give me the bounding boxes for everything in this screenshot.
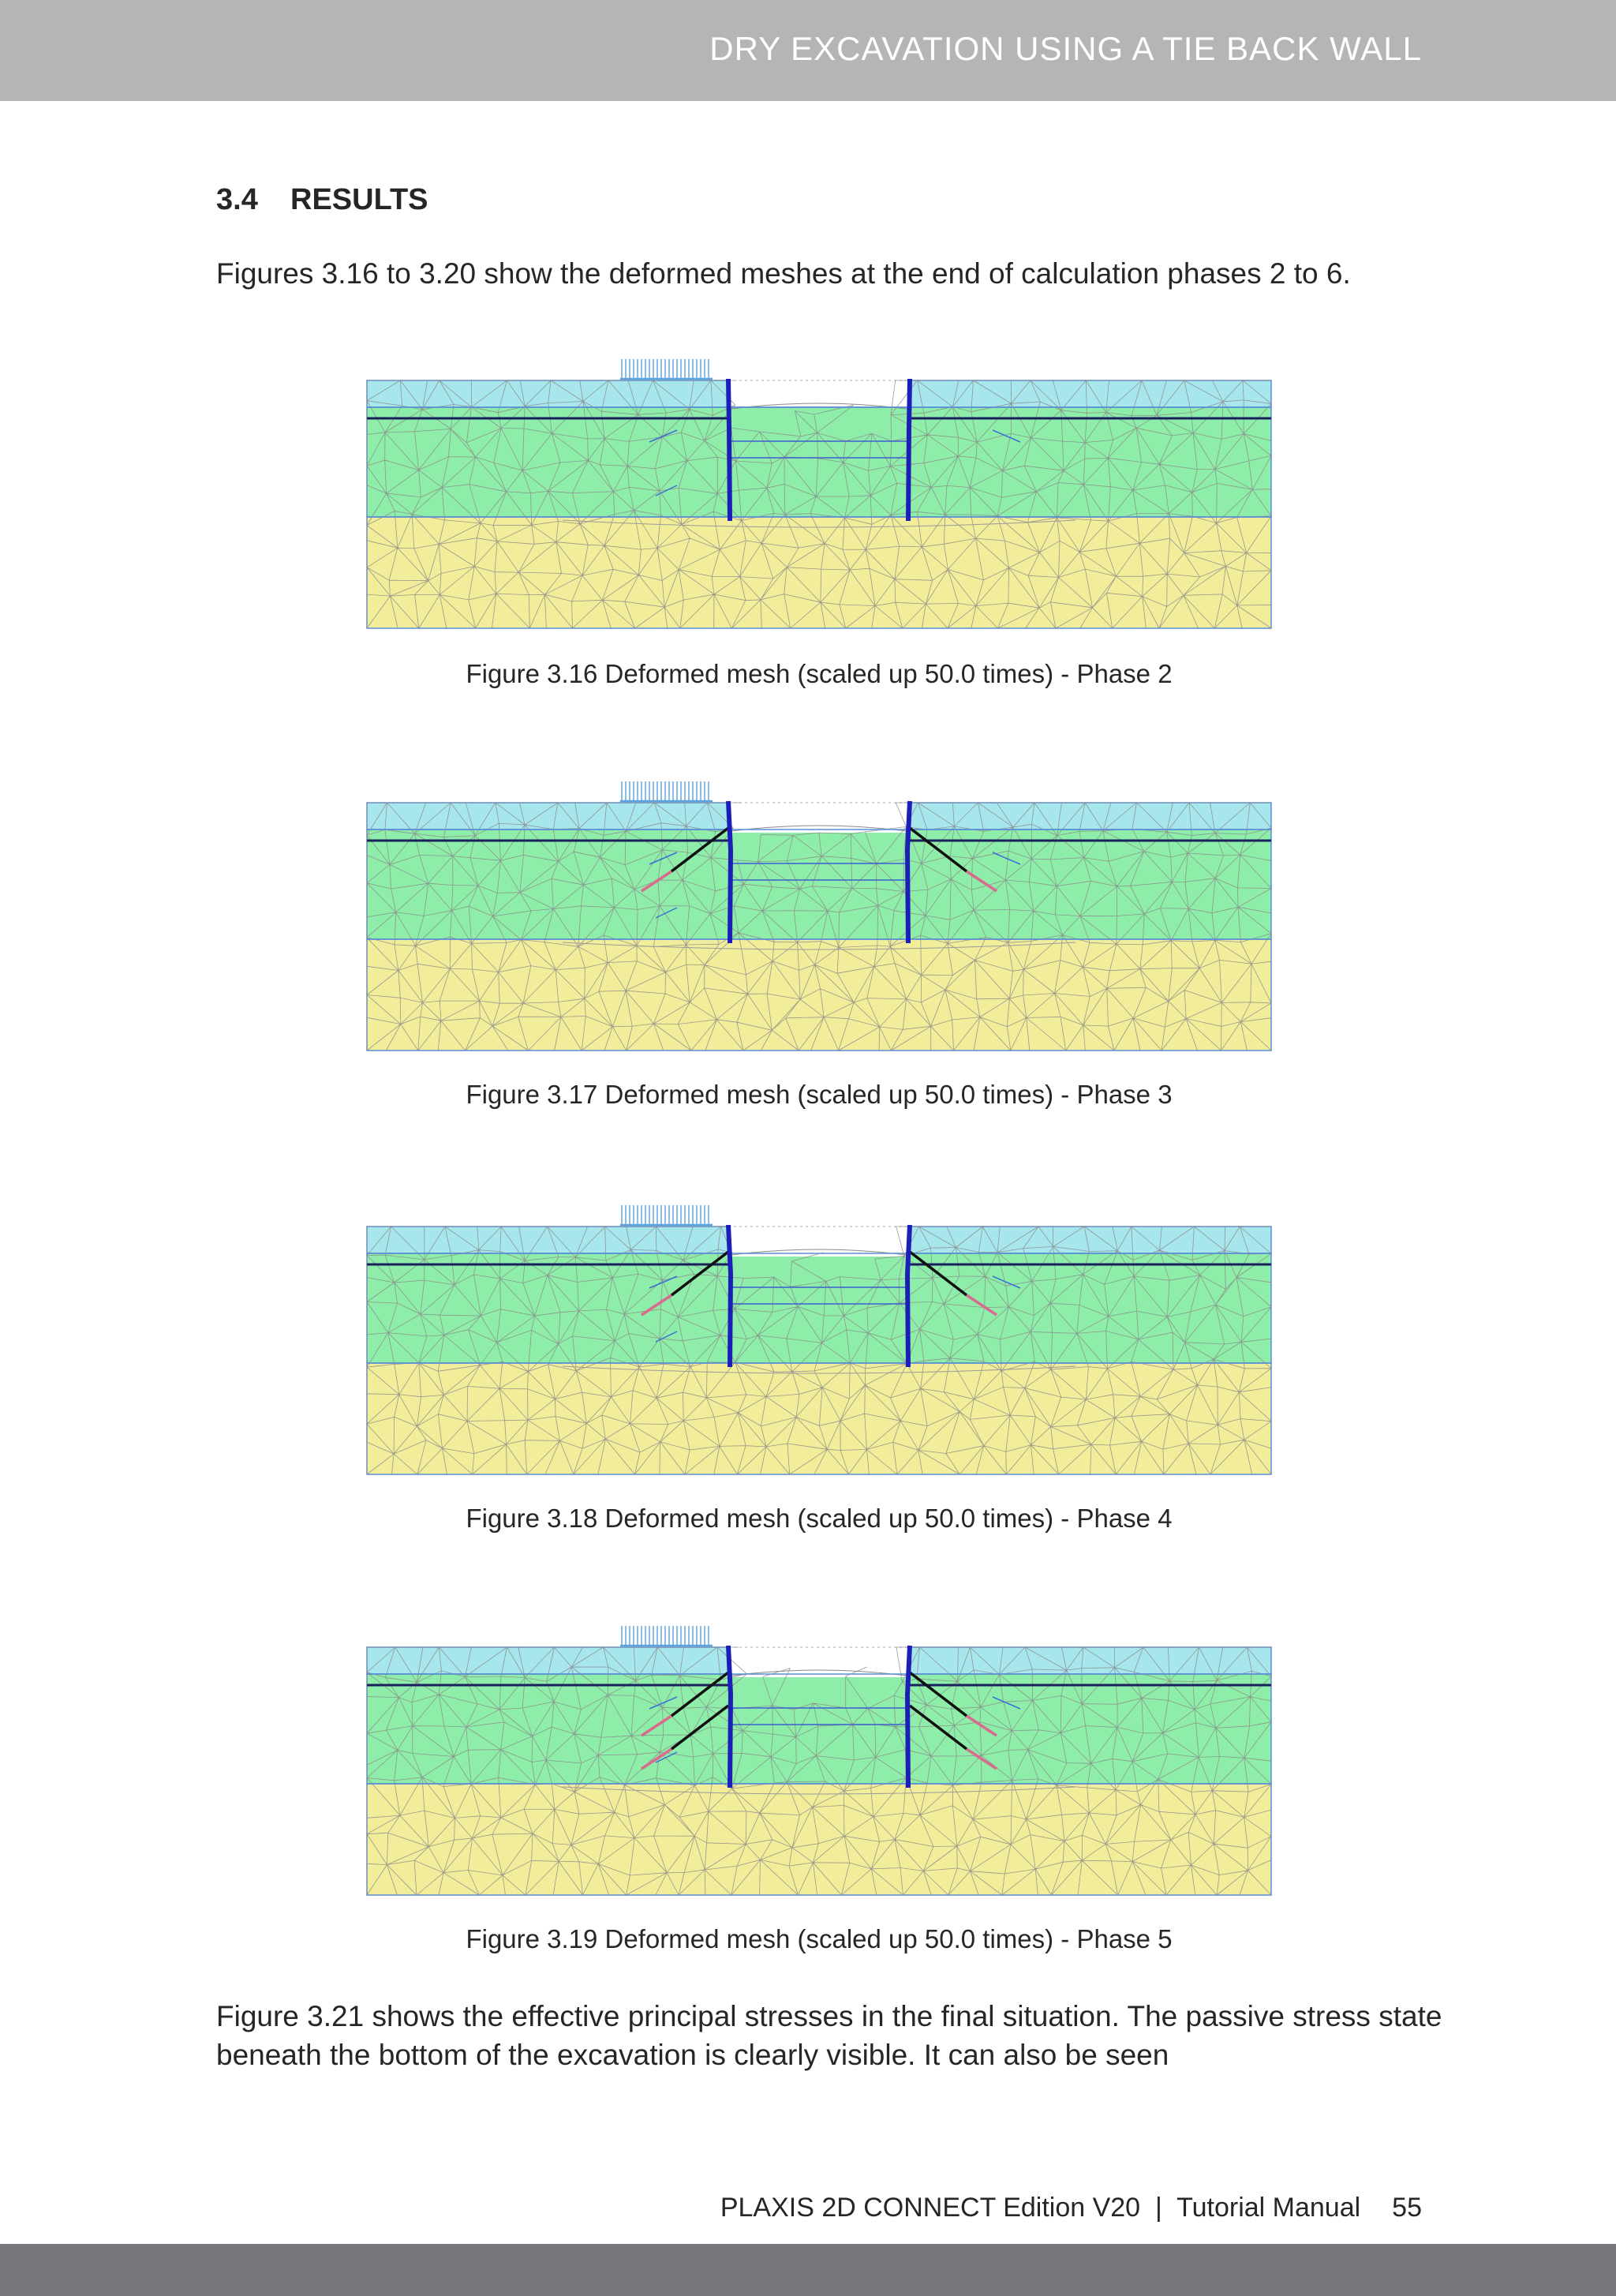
heave-curve xyxy=(731,1669,907,1676)
diaphragm-wall-left xyxy=(726,800,734,944)
soil-layer-middle xyxy=(366,1673,1272,1785)
interface-segment xyxy=(992,429,1021,443)
diaphragm-wall-left xyxy=(726,378,732,522)
interface-segment xyxy=(649,429,678,443)
heave-curve xyxy=(731,1249,907,1256)
anchor-left xyxy=(670,1704,730,1751)
anchor-right xyxy=(908,1250,968,1297)
anchor-left xyxy=(670,826,730,873)
excavated-zone xyxy=(730,379,908,406)
anchor-right xyxy=(908,1704,968,1751)
refined-zone-outline xyxy=(562,942,1076,950)
refined-zone-outline xyxy=(562,519,1076,528)
intro-paragraph: Figures 3.16 to 3.20 show the deformed m… xyxy=(216,257,1351,290)
deformed-mesh-plot xyxy=(366,781,1272,1051)
figure-caption: Figure 3.19 Deformed mesh (scaled up 50.… xyxy=(466,1924,1173,1953)
grout-body-right xyxy=(966,1294,997,1317)
deformed-mesh-figure-phase-2 xyxy=(365,355,1273,631)
anchor-left xyxy=(670,1671,730,1717)
deformed-mesh-figure-phase-3 xyxy=(365,777,1273,1054)
footer-manual-title: PLAXIS 2D CONNECT Edition V20 | Tutorial… xyxy=(720,2193,1361,2223)
footer-bar xyxy=(0,2244,1616,2296)
excavated-zone xyxy=(730,1225,908,1257)
interface-segment xyxy=(655,485,678,496)
interface-segment xyxy=(655,907,678,919)
grout-body-right xyxy=(966,870,997,893)
grout-body-left xyxy=(641,1294,672,1317)
figure-caption: Figure 3.17 Deformed mesh (scaled up 50.… xyxy=(466,1080,1173,1109)
interface-segment xyxy=(649,1696,678,1710)
diaphragm-wall-right xyxy=(906,378,912,522)
header-title: DRY EXCAVATION USING A TIE BACK WALL xyxy=(709,30,1422,67)
surface-load-icon xyxy=(621,1205,709,1225)
grout-body-left xyxy=(641,1747,672,1770)
deformed-mesh-plot xyxy=(366,1205,1272,1475)
heave-curve xyxy=(731,403,907,410)
refined-zone-outline xyxy=(562,1365,1076,1374)
surface-load-icon xyxy=(621,781,709,801)
interface-segment xyxy=(992,852,1021,865)
soil-layer-middle xyxy=(366,1253,1272,1364)
figure-caption: Figure 3.16 Deformed mesh (scaled up 50.… xyxy=(466,659,1173,688)
soil-layer-bottom xyxy=(366,1783,1272,1896)
excavated-zone xyxy=(730,801,908,833)
diaphragm-wall-right xyxy=(904,800,912,944)
finite-element-mesh xyxy=(366,802,1272,1051)
figure-caption: Figure 3.18 Deformed mesh (scaled up 50.… xyxy=(466,1504,1173,1533)
deformed-mesh-figure-phase-4 xyxy=(365,1201,1273,1478)
grout-body-left xyxy=(641,1714,672,1737)
interface-segment xyxy=(649,852,678,865)
diaphragm-wall-left xyxy=(726,1645,734,1788)
soil-layer-middle xyxy=(366,829,1272,940)
soil-layer-bottom xyxy=(366,938,1272,1051)
refined-zone-outline xyxy=(562,1786,1076,1795)
interface-segment xyxy=(655,1331,678,1343)
section-number: 3.4 xyxy=(216,183,258,216)
grout-body-right xyxy=(966,1714,997,1737)
header-bar: DRY EXCAVATION USING A TIE BACK WALL xyxy=(0,0,1616,101)
deformed-mesh-plot xyxy=(366,359,1272,629)
deformed-mesh-figure-phase-5 xyxy=(365,1622,1273,1898)
interface-segment xyxy=(992,1275,1021,1289)
page-number: 55 xyxy=(1392,2193,1422,2223)
deformed-mesh-plot xyxy=(366,1626,1272,1896)
surface-load-icon xyxy=(621,359,709,379)
section-title: RESULTS xyxy=(290,183,428,216)
interface-segment xyxy=(992,1696,1021,1710)
footer: PLAXIS 2D CONNECT Edition V20 | Tutorial… xyxy=(720,2193,1422,2223)
anchor-right xyxy=(908,826,968,873)
diaphragm-wall-right xyxy=(904,1224,912,1368)
interface-segment xyxy=(655,1751,678,1763)
diaphragm-wall-right xyxy=(904,1645,912,1788)
heave-curve xyxy=(731,825,907,832)
excavated-zone xyxy=(730,1646,908,1677)
closing-paragraph: Figure 3.21 shows the effective principa… xyxy=(216,2000,1442,2071)
soil-layer-bottom xyxy=(366,1362,1272,1475)
grout-body-left xyxy=(641,870,672,893)
diaphragm-wall-left xyxy=(726,1224,734,1368)
anchor-right xyxy=(908,1671,968,1717)
grout-body-right xyxy=(966,1747,997,1770)
surface-load-icon xyxy=(621,1626,709,1646)
interface-segment xyxy=(649,1275,678,1289)
soil-layer-bottom xyxy=(366,516,1272,629)
section-heading: 3.4 RESULTS xyxy=(216,183,428,217)
anchor-left xyxy=(670,1250,730,1297)
finite-element-mesh xyxy=(366,1646,1272,1896)
